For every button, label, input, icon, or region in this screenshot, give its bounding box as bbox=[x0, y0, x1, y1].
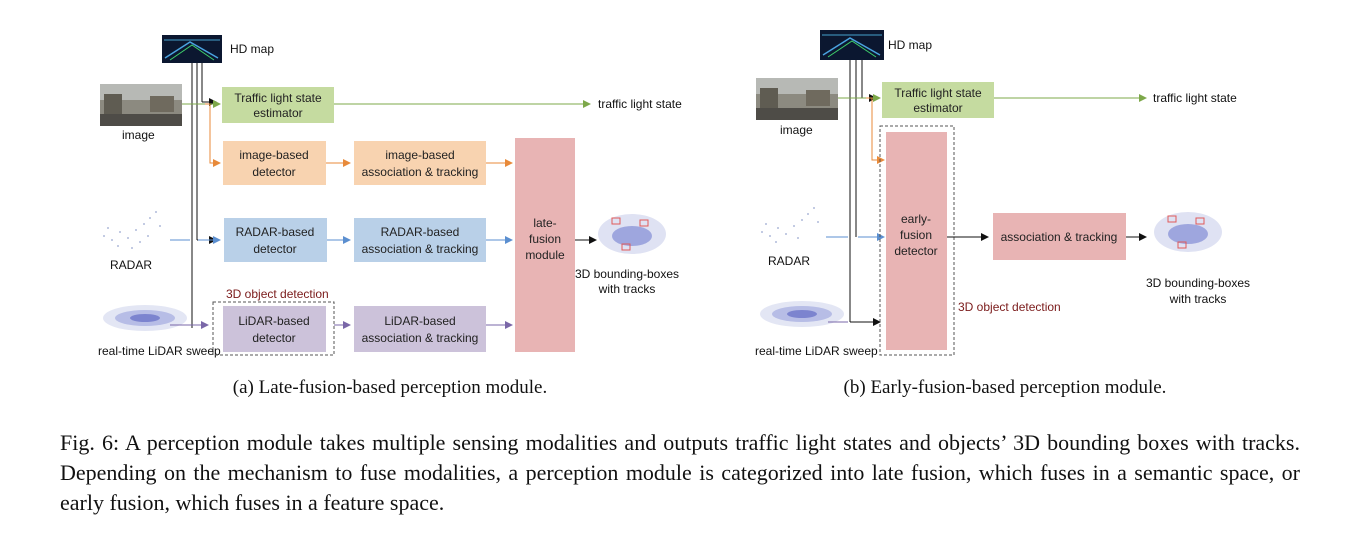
lidar-sweep-a bbox=[103, 305, 187, 331]
image-label-b: image bbox=[780, 123, 813, 137]
camera-image-thumbnail-b bbox=[756, 78, 838, 120]
camera-image-thumbnail-a bbox=[100, 84, 182, 126]
3d-bbox-output-visual-a bbox=[598, 214, 666, 254]
image-detector-box-a bbox=[223, 141, 326, 185]
3d-detection-label-a: 3D object detection bbox=[226, 287, 329, 301]
late-fusion-label-2: fusion bbox=[529, 232, 561, 246]
traffic-light-state-label-b: traffic light state bbox=[1153, 91, 1237, 105]
tls-label-1-a: Traffic light state bbox=[234, 91, 322, 105]
traffic-light-state-label-a: traffic light state bbox=[598, 97, 682, 111]
tls-box-b bbox=[882, 82, 994, 118]
panel-b: HD map image RADAR real-time LiDAR sweep bbox=[755, 30, 1250, 398]
radar-assoc-label-2-a: association & tracking bbox=[362, 242, 479, 256]
image-assoc-label-2-a: association & tracking bbox=[362, 165, 479, 179]
early-fusion-label-3: detector bbox=[894, 244, 937, 258]
lidar-detector-box-a bbox=[223, 306, 326, 352]
lidar-assoc-label-1-a: LiDAR-based bbox=[384, 314, 455, 328]
hd-map-thumbnail-a bbox=[162, 35, 222, 63]
radar-detector-label-2-a: detector bbox=[253, 242, 296, 256]
lidar-label-b: real-time LiDAR sweep bbox=[755, 344, 878, 358]
assoc-tracking-label-b: association & tracking bbox=[1001, 230, 1118, 244]
radar-detector-label-1-a: RADAR-based bbox=[236, 225, 315, 239]
output-label-2-b: with tracks bbox=[1169, 292, 1227, 306]
radar-label-a: RADAR bbox=[110, 258, 152, 272]
3d-detection-dashed-box-b bbox=[879, 125, 955, 356]
output-label-2-a: with tracks bbox=[598, 282, 656, 296]
panel-a: HD map image RADAR real-time LiDAR sweep bbox=[98, 35, 682, 398]
late-fusion-label-1: late- bbox=[533, 216, 556, 230]
radar-assoc-box-a bbox=[354, 218, 486, 262]
3d-detection-label-b: 3D object detection bbox=[958, 300, 1061, 314]
image-assoc-label-1-a: image-based bbox=[385, 148, 454, 162]
output-label-1-b: 3D bounding-boxes bbox=[1146, 276, 1250, 290]
3d-bbox-output-visual-b bbox=[1154, 212, 1222, 252]
early-fusion-label-1: early- bbox=[901, 212, 931, 226]
hd-map-label-a: HD map bbox=[230, 42, 274, 56]
radar-points-b bbox=[761, 207, 819, 243]
radar-label-b: RADAR bbox=[768, 254, 810, 268]
subcaption-a: (a) Late-fusion-based perception module. bbox=[233, 377, 547, 398]
image-label-a: image bbox=[122, 128, 155, 142]
late-fusion-module-box bbox=[515, 138, 575, 352]
early-fusion-label-2: fusion bbox=[900, 228, 932, 242]
radar-points-a bbox=[103, 211, 161, 249]
tls-box-a bbox=[222, 87, 334, 123]
image-to-fusion-arrow-b bbox=[866, 97, 885, 164]
early-fusion-detector-box bbox=[886, 132, 947, 350]
tls-label-2-a: estimator bbox=[253, 106, 302, 120]
image-assoc-box-a bbox=[354, 141, 486, 185]
3d-detection-dashed-box-a bbox=[212, 301, 335, 356]
subcaption-b: (b) Early-fusion-based perception module… bbox=[844, 377, 1167, 398]
hd-map-thumbnail-b bbox=[820, 30, 884, 60]
output-label-1-a: 3D bounding-boxes bbox=[575, 267, 679, 281]
hd-map-label-b: HD map bbox=[888, 38, 932, 52]
late-fusion-label-3: module bbox=[525, 248, 565, 262]
image-to-detector-arrow-a bbox=[205, 103, 221, 167]
radar-assoc-label-1-a: RADAR-based bbox=[381, 225, 460, 239]
lidar-assoc-label-2-a: association & tracking bbox=[362, 331, 479, 345]
tls-label-1-b: Traffic light state bbox=[894, 86, 982, 100]
radar-detector-box-a bbox=[224, 218, 327, 262]
lidar-detector-label-2-a: detector bbox=[252, 331, 295, 345]
image-detector-label-2-a: detector bbox=[252, 165, 295, 179]
tls-label-2-b: estimator bbox=[913, 101, 962, 115]
lidar-label-a: real-time LiDAR sweep bbox=[98, 344, 221, 358]
lidar-detector-label-1-a: LiDAR-based bbox=[238, 314, 309, 328]
lidar-sweep-b bbox=[760, 301, 844, 327]
image-detector-label-1-a: image-based bbox=[239, 148, 308, 162]
lidar-assoc-box-a bbox=[354, 306, 486, 352]
assoc-tracking-box-b bbox=[993, 213, 1126, 260]
figure-caption: Fig. 6: A perception module takes multip… bbox=[60, 430, 1300, 515]
